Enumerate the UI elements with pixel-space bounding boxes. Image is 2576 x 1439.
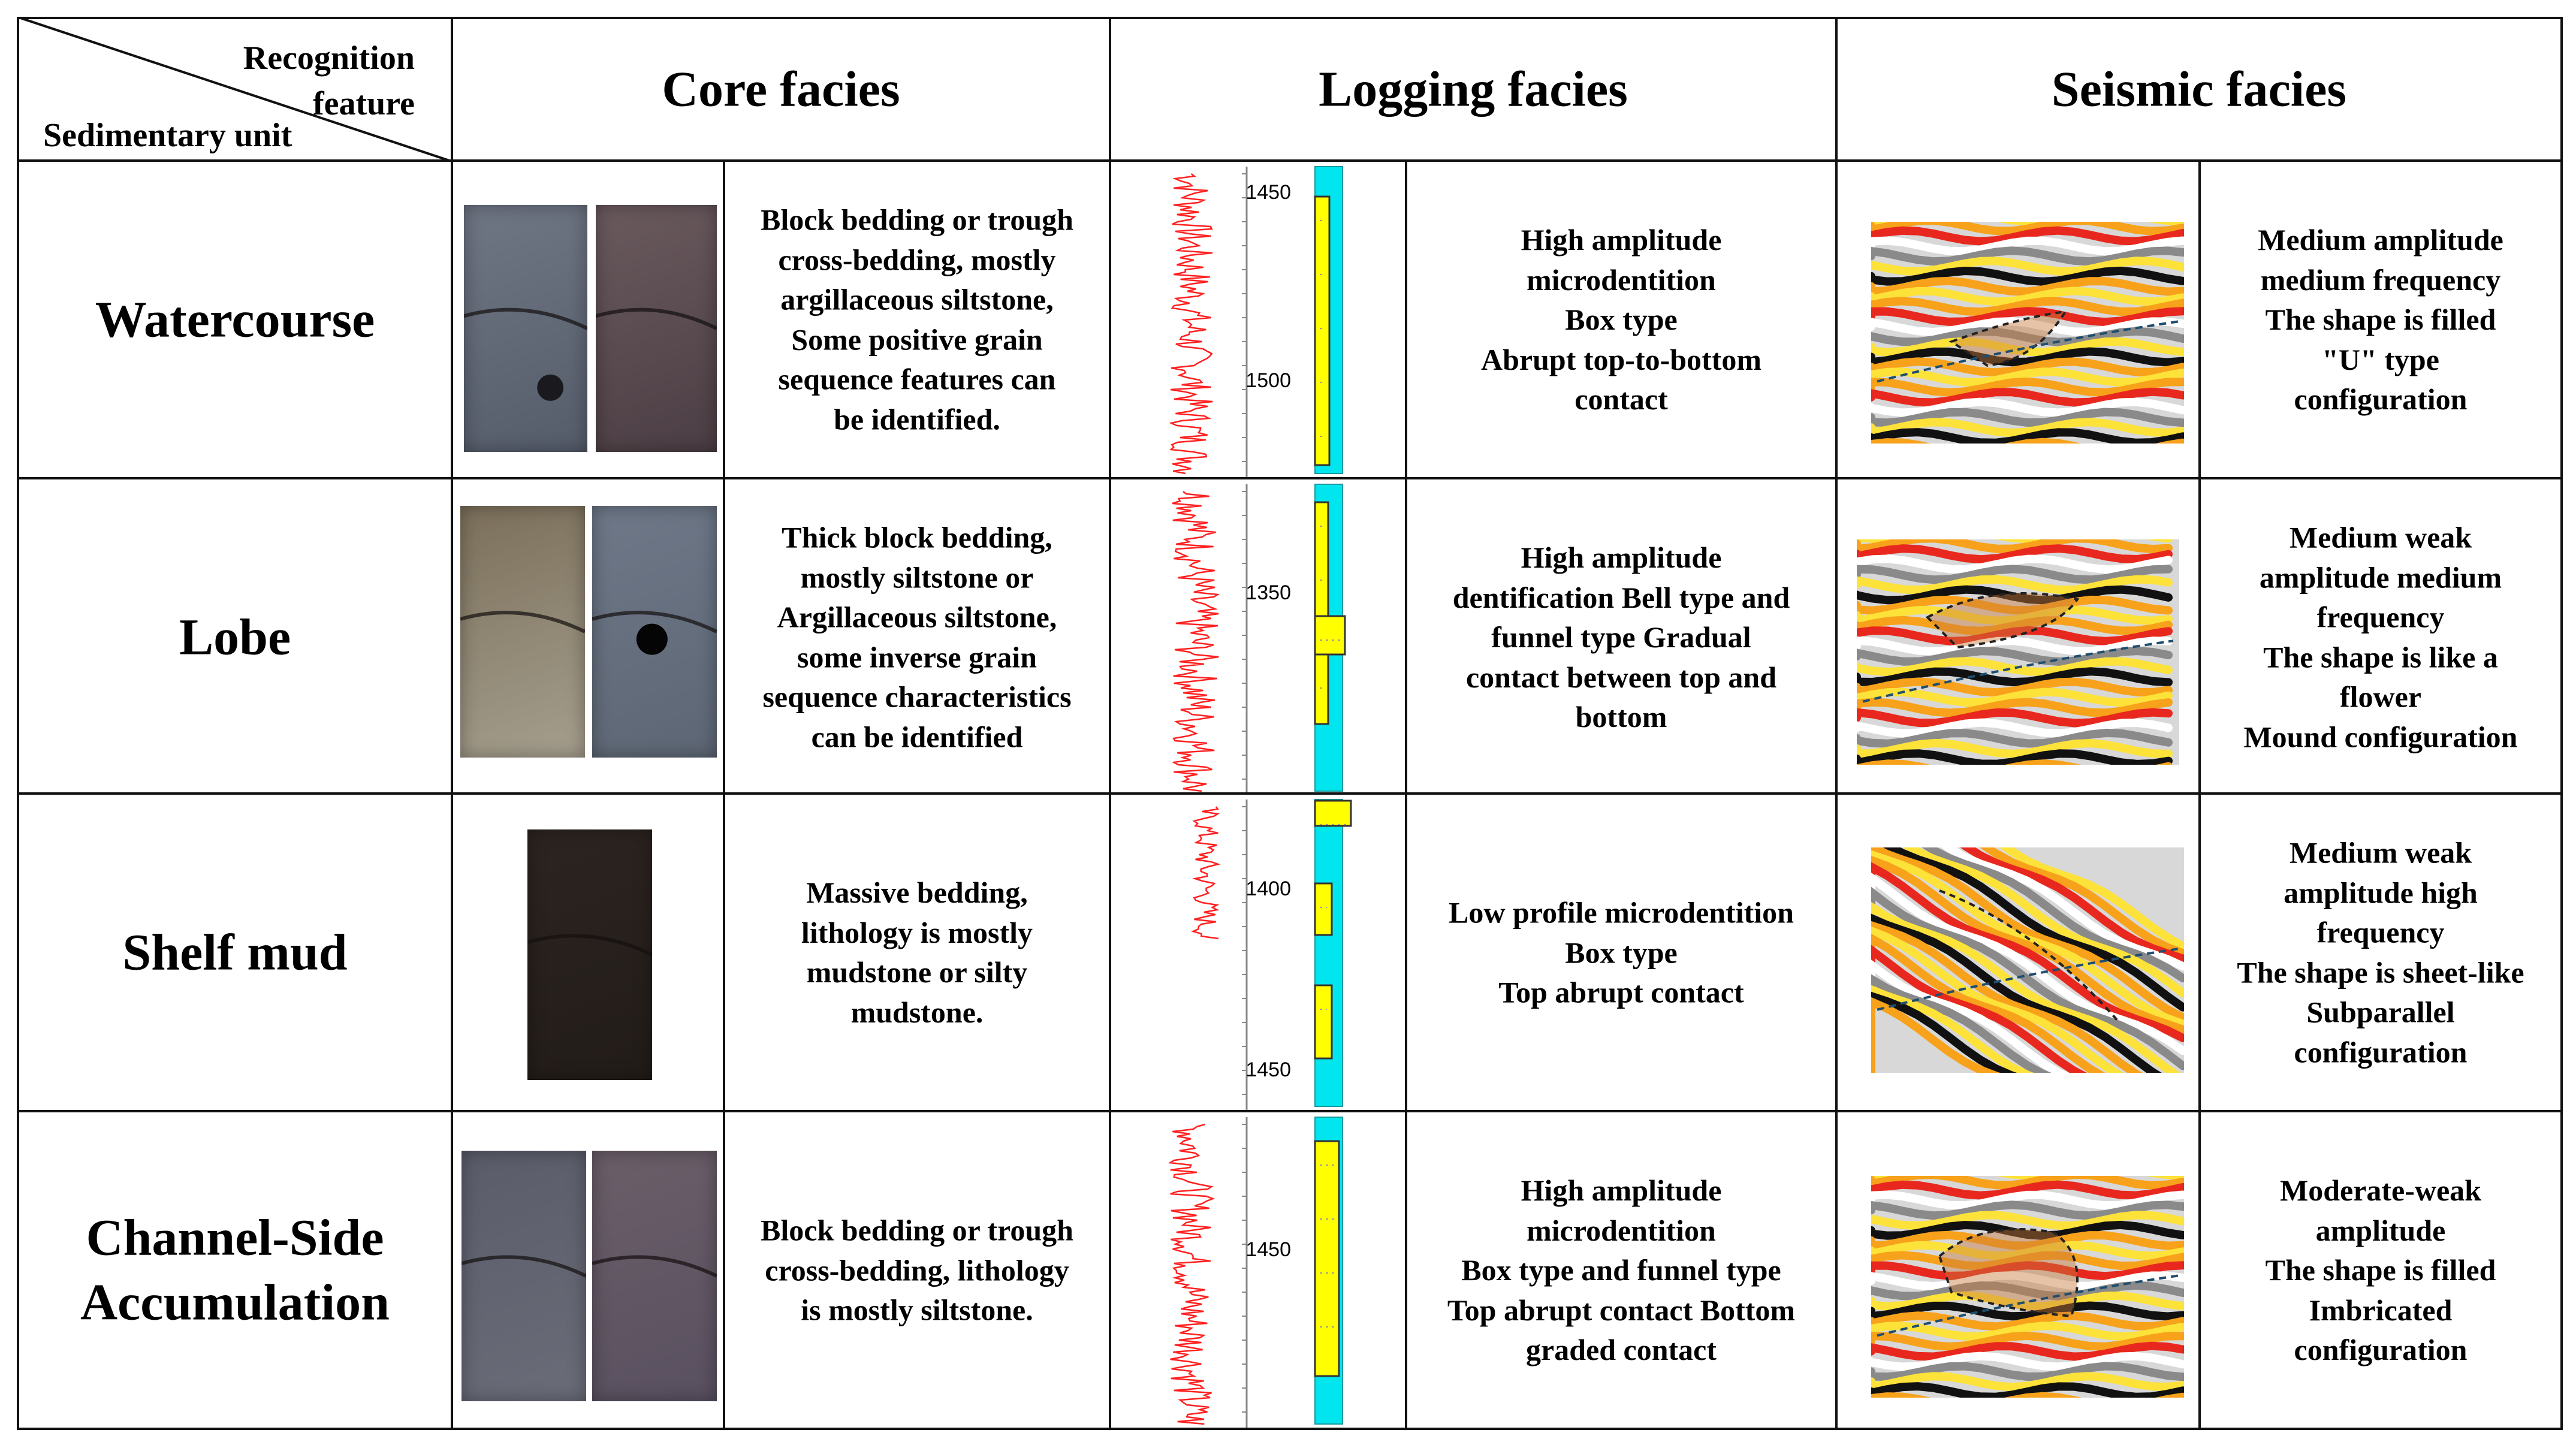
core-description-cell: Block bedding or trough cross-bedding, l…	[723, 1110, 1111, 1430]
diagonal-divider	[20, 19, 450, 159]
header-logging-facies: Logging facies	[1109, 17, 1838, 162]
seismic-description-cell: Medium weak amplitude high frequency The…	[2198, 792, 2563, 1112]
logging-description-cell: High amplitude dentification Bell type a…	[1405, 477, 1838, 797]
log-plot-cell: 1400 1450	[1109, 792, 1407, 1112]
header-seismic-facies: Seismic facies	[1835, 17, 2563, 162]
sedimentary-unit-name: Lobe	[179, 608, 291, 666]
logging-facies-description: High amplitude microdentition Box type a…	[1447, 1173, 1796, 1366]
sand-block	[1314, 501, 1329, 725]
gamma-ray-curve	[1169, 173, 1213, 475]
core-image-cell	[451, 477, 725, 797]
core-sample-photo	[464, 205, 587, 452]
logging-description-cell: Low profile microdentition Box type Top …	[1405, 792, 1838, 1112]
core-sample-photo	[592, 506, 717, 758]
horizon-line	[1877, 320, 2179, 383]
seismic-image-cell	[1835, 159, 2201, 479]
depth-label: 1350	[1245, 581, 1291, 604]
seismic-section-image	[1871, 1176, 2184, 1398]
header-core-facies: Core facies	[451, 17, 1111, 162]
depth-label: 1500	[1245, 369, 1291, 392]
sand-block	[1314, 984, 1333, 1060]
core-image-cell	[451, 159, 725, 479]
sand-block	[1314, 615, 1346, 656]
well-log-plot: 1400 1450	[1191, 799, 1352, 1110]
logging-description-cell: High amplitude microdentition Box type a…	[1405, 1110, 1838, 1430]
interpretation-outline	[1939, 889, 2120, 1024]
seismic-description-cell: Medium amplitude medium frequency The sh…	[2198, 159, 2563, 479]
seismic-facies-heading: Seismic facies	[2051, 61, 2347, 117]
well-log-plot: 1450 1500	[1169, 166, 1343, 477]
horizon-line	[1877, 1274, 2179, 1337]
core-image-cell	[451, 1110, 725, 1430]
well-log-plot: 1450	[1168, 1117, 1343, 1428]
log-plot-cell: 1350	[1109, 477, 1407, 797]
seismic-facies-description: Medium weak amplitude high frequency The…	[2237, 835, 2524, 1069]
core-sample-photo	[527, 829, 652, 1080]
core-facies-description: Block bedding or trough cross-bedding, m…	[761, 203, 1073, 436]
core-facies-heading: Core facies	[662, 61, 900, 117]
header-corner-cell: Recognition feature Sedimentary unit	[17, 17, 453, 162]
seismic-facies-description: Medium amplitude medium frequency The sh…	[2258, 222, 2503, 416]
sand-block	[1314, 882, 1333, 936]
logging-facies-description: High amplitude dentification Bell type a…	[1452, 540, 1790, 734]
core-description-cell: Block bedding or trough cross-bedding, m…	[723, 159, 1111, 479]
gamma-ray-curve	[1168, 1123, 1215, 1425]
depth-label: 1450	[1245, 1058, 1291, 1081]
horizon-line	[1862, 639, 2174, 703]
core-facies-description: Massive bedding, lithology is mostly mud…	[801, 876, 1033, 1029]
unit-cell: Lobe	[17, 477, 453, 797]
gamma-ray-curve	[1171, 491, 1220, 792]
sand-block	[1314, 800, 1352, 827]
seismic-section-image	[1871, 222, 2184, 444]
core-facies-description: Thick block bedding, mostly siltstone or…	[762, 520, 1072, 754]
core-sample-photo	[596, 205, 717, 452]
depth-label: 1450	[1245, 181, 1291, 204]
depth-label: 1400	[1245, 877, 1291, 900]
seismic-image-cell	[1835, 792, 2201, 1112]
seismic-image-cell	[1835, 477, 2201, 797]
seismic-section-image	[1871, 847, 2184, 1073]
log-plot-cell: 1450	[1109, 1110, 1407, 1430]
unit-cell: Watercourse	[17, 159, 453, 479]
seismic-image-cell	[1835, 1110, 2201, 1430]
interpretation-outline	[1925, 592, 2080, 649]
seismic-facies-description: Medium weak amplitude medium frequency T…	[2243, 520, 2518, 754]
horizon-line	[1877, 948, 2179, 1011]
seismic-facies-description: Moderate-weak amplitude The shape is fil…	[2265, 1173, 2496, 1366]
sedimentary-unit-name: Shelf mud	[122, 923, 348, 981]
unit-cell: Shelf mud	[17, 792, 453, 1112]
core-description-cell: Thick block bedding, mostly siltstone or…	[723, 477, 1111, 797]
core-image-cell	[451, 792, 725, 1112]
depth-label: 1450	[1245, 1238, 1291, 1261]
recognition-feature-label: Recognition feature	[243, 40, 415, 122]
log-plot-cell: 1450 1500	[1109, 159, 1407, 479]
logging-facies-description: High amplitude microdentition Box type A…	[1480, 222, 1762, 416]
core-facies-description: Block bedding or trough cross-bedding, l…	[761, 1213, 1073, 1327]
logging-facies-heading: Logging facies	[1319, 61, 1628, 117]
sedimentary-unit-name: Channel-Side Accumulation	[80, 1208, 390, 1331]
gamma-ray-curve	[1191, 806, 1221, 940]
seismic-description-cell: Moderate-weak amplitude The shape is fil…	[2198, 1110, 2563, 1430]
well-log-plot: 1350	[1171, 484, 1346, 795]
core-description-cell: Massive bedding, lithology is mostly mud…	[723, 792, 1111, 1112]
seismic-description-cell: Medium weak amplitude medium frequency T…	[2198, 477, 2563, 797]
sand-block	[1314, 195, 1331, 466]
logging-facies-description: Low profile microdentition Box type Top …	[1449, 895, 1794, 1009]
core-sample-photo	[592, 1151, 717, 1401]
unit-cell: Channel-Side Accumulation	[17, 1110, 453, 1430]
sedimentary-unit-label: Sedimentary unit	[43, 117, 292, 154]
logging-description-cell: High amplitude microdentition Box type A…	[1405, 159, 1838, 479]
core-sample-photo	[460, 506, 585, 758]
sand-block	[1314, 1140, 1340, 1377]
interpretation-outline	[1938, 1228, 2079, 1318]
mud-column	[1314, 799, 1343, 1107]
seismic-section-image	[1857, 539, 2179, 765]
core-sample-photo	[461, 1151, 586, 1401]
sedimentary-unit-name: Watercourse	[95, 290, 375, 348]
interpretation-outline	[1948, 310, 2068, 367]
